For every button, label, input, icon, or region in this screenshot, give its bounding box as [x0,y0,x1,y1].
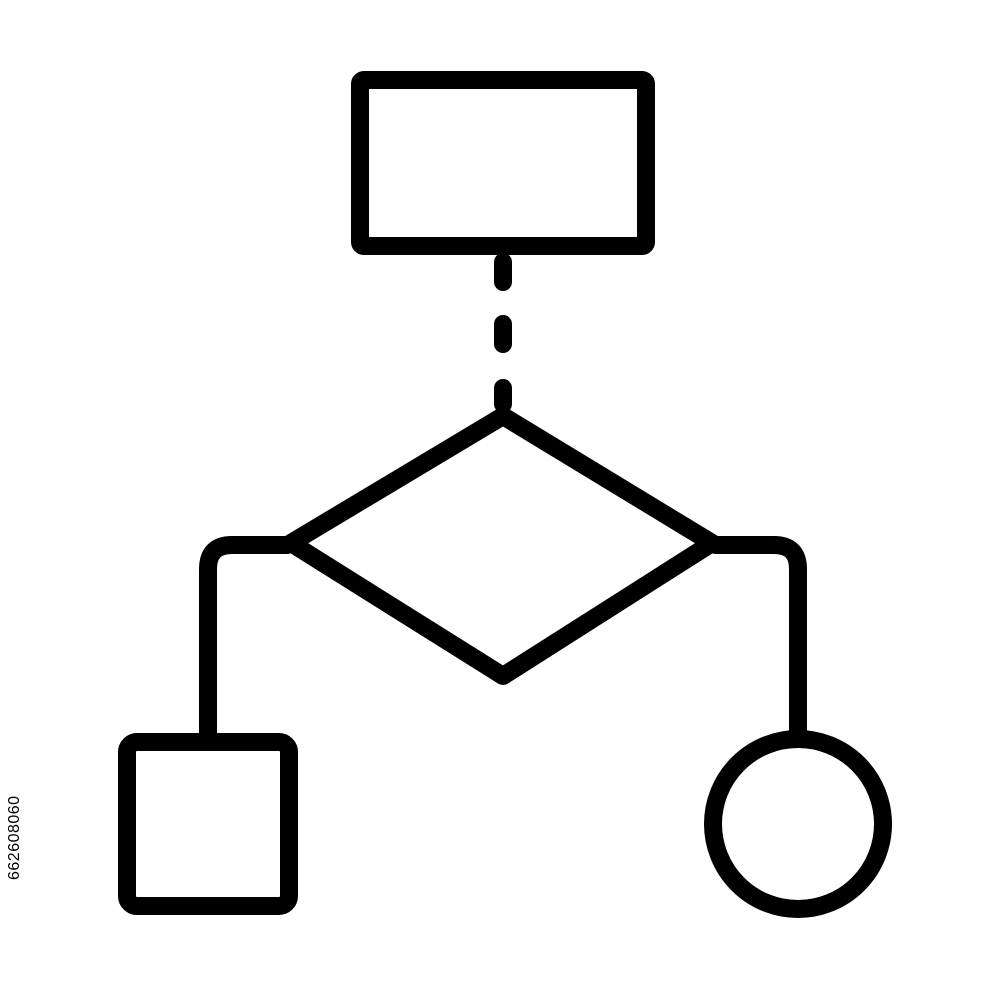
process-box-icon [351,71,655,255]
terminal-square-icon [118,733,298,915]
terminal-circle-icon [704,730,892,918]
image-id-text: 662608060 [6,795,23,880]
left-branch-connector [199,536,296,747]
decision-diamond-icon [282,407,721,685]
right-branch-connector [707,536,807,744]
